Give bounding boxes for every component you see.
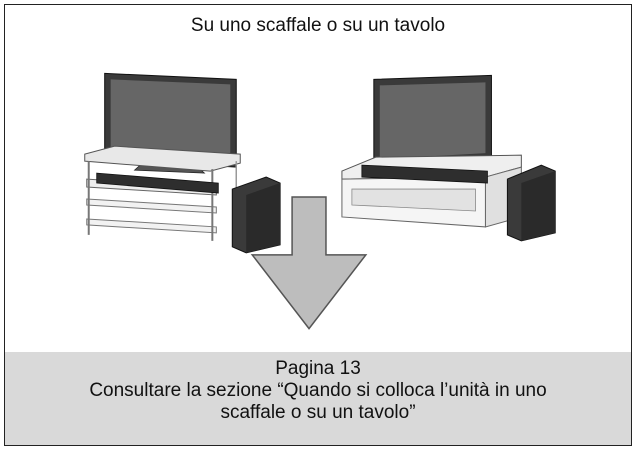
- tv-on-shelf-with-soundbar-icon: [84, 72, 281, 254]
- page-frame: Su uno scaffale o su un tavolo: [4, 4, 632, 446]
- tv-on-table-with-soundbar-icon: [341, 74, 556, 242]
- page-number: Pagina 13: [275, 358, 361, 379]
- placement-illustration: [84, 72, 556, 330]
- page-reference-box: Pagina 13 Consultare la sezione “Quando …: [5, 352, 631, 445]
- reference-text: Consultare la sezione “Quando si colloca…: [89, 380, 547, 423]
- down-arrow-icon: [250, 196, 368, 330]
- section-title: Su uno scaffale o su un tavolo: [190, 15, 446, 36]
